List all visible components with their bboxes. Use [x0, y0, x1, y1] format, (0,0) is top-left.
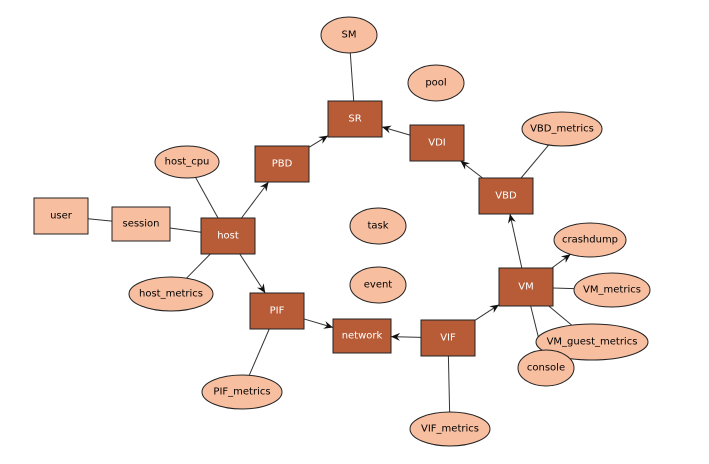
node-SR: SR: [327, 100, 383, 138]
node-network: network: [332, 318, 392, 354]
arrowhead-PBD-SR: [318, 135, 328, 144]
arrowhead-VDI-SR: [382, 125, 392, 134]
node-box-session: [111, 206, 171, 242]
node-console: console: [517, 349, 575, 387]
edge-VM-VBD: [509, 213, 523, 269]
nodes-layer: user session host host_cpu host_metrics PBD SR…: [33, 16, 651, 447]
node-ellipse-VM_guest_metrics: [535, 323, 649, 361]
node-label-host_metrics: host_metrics: [139, 289, 203, 300]
node-ellipse-SM: [320, 16, 378, 54]
node-box-user: [33, 197, 89, 235]
node-label-VM_guest_metrics: VM_guest_metrics: [547, 337, 638, 348]
node-box-SR: [327, 100, 383, 138]
node-PBD: PBD: [254, 145, 310, 183]
node-PIF: PIF: [249, 292, 305, 330]
node-user: user: [33, 197, 89, 235]
node-ellipse-pool: [407, 64, 465, 102]
arrowhead-VM-crashdump: [560, 254, 571, 263]
edge-host_cpu-host: [195, 177, 219, 219]
node-VM_guest_metrics: VM_guest_metrics: [535, 323, 649, 361]
node-VM: VM: [498, 267, 554, 307]
node-task: task: [349, 207, 407, 245]
edge-VM-VM_metrics: [552, 287, 575, 290]
node-VIF_metrics: VIF_metrics: [409, 411, 491, 447]
node-label-PBD: PBD: [272, 159, 293, 170]
node-label-VM: VM: [518, 282, 533, 293]
edge-PIF_metrics-PIF: [248, 328, 270, 376]
edge-host-PIF: [239, 253, 266, 294]
node-ellipse-PIF_metrics: [201, 374, 283, 410]
node-label-network: network: [342, 331, 383, 342]
node-label-session: session: [122, 219, 159, 230]
node-label-user: user: [50, 211, 73, 222]
node-ellipse-host_metrics: [128, 276, 214, 312]
node-ellipse-host_cpu: [154, 145, 220, 179]
node-box-PBD: [254, 145, 310, 183]
edge-SM-SR: [349, 52, 355, 102]
node-label-VIF_metrics: VIF_metrics: [421, 424, 479, 435]
arrowhead-VIF-network: [391, 332, 401, 341]
node-label-VBD: VBD: [495, 191, 517, 202]
node-label-host_cpu: host_cpu: [165, 157, 210, 168]
node-label-console: console: [527, 363, 565, 374]
arrowhead-VIF-VM: [489, 304, 499, 313]
arrowhead-host-PBD: [259, 182, 269, 192]
node-label-host: host: [217, 231, 239, 242]
node-pool: pool: [407, 64, 465, 102]
edge-host-PBD: [241, 181, 269, 219]
node-label-PIF_metrics: PIF_metrics: [213, 387, 270, 398]
edge-user-session: [87, 218, 113, 222]
node-label-SM: SM: [342, 30, 357, 41]
node-host_metrics: host_metrics: [128, 276, 214, 312]
node-ellipse-crashdump: [553, 222, 627, 258]
node-VIF: VIF: [420, 319, 476, 357]
node-host_cpu: host_cpu: [154, 145, 220, 179]
node-session: session: [111, 206, 171, 242]
node-VBD_metrics: VBD_metrics: [521, 111, 603, 147]
node-SM: SM: [320, 16, 378, 54]
node-label-PIF: PIF: [270, 306, 285, 317]
node-PIF_metrics: PIF_metrics: [201, 374, 283, 410]
node-box-VBD: [478, 177, 534, 215]
arrowhead-VBD-VDI: [460, 161, 471, 170]
node-label-SR: SR: [348, 114, 361, 125]
node-box-VDI: [409, 124, 465, 162]
edges-layer: [87, 52, 575, 413]
node-box-network: [332, 318, 392, 354]
arrowhead-host-PIF: [256, 283, 266, 293]
node-box-PIF: [249, 292, 305, 330]
node-label-task: task: [367, 221, 388, 232]
node-label-VBD_metrics: VBD_metrics: [530, 124, 594, 135]
node-label-pool: pool: [425, 78, 446, 89]
node-ellipse-event: [349, 266, 407, 304]
node-box-host: [200, 217, 256, 255]
edge-session-host: [169, 227, 202, 233]
node-host: host: [200, 217, 256, 255]
arrowhead-VM-VBD: [507, 214, 516, 224]
node-ellipse-task: [349, 207, 407, 245]
arrowhead-PIF-network: [323, 321, 333, 329]
node-crashdump: crashdump: [553, 222, 627, 258]
node-VM_metrics: VM_metrics: [573, 272, 651, 308]
node-ellipse-VM_metrics: [573, 272, 651, 308]
edge-VIF_metrics-VIF: [447, 355, 451, 413]
node-event: event: [349, 266, 407, 304]
node-label-event: event: [364, 280, 393, 291]
edge-VM-VM_guest_metrics: [548, 305, 573, 326]
node-box-VIF: [420, 319, 476, 357]
node-label-VDI: VDI: [428, 138, 446, 149]
node-ellipse-VIF_metrics: [409, 411, 491, 447]
edge-host_metrics-host: [186, 253, 211, 279]
node-ellipse-console: [517, 349, 575, 387]
node-label-VM_metrics: VM_metrics: [583, 285, 641, 296]
node-box-VM: [498, 267, 554, 307]
node-label-crashdump: crashdump: [562, 235, 618, 246]
node-ellipse-VBD_metrics: [521, 111, 603, 147]
node-VDI: VDI: [409, 124, 465, 162]
node-VBD: VBD: [478, 177, 534, 215]
edge-VBD_metrics-VBD: [520, 144, 549, 179]
node-label-VIF: VIF: [440, 333, 456, 344]
